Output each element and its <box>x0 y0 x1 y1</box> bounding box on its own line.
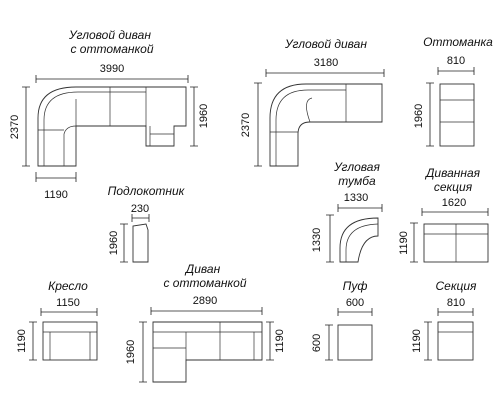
sofa-ottoman-depth: 1960 <box>125 340 137 364</box>
sofa-section-title-2: секция <box>434 180 473 194</box>
corner-unit-width: 1330 <box>344 192 368 204</box>
dimension-line <box>35 75 189 83</box>
corner-sofa-title: Угловой диван <box>284 37 367 51</box>
corner-sofa-shape <box>269 83 383 167</box>
dimension-line <box>410 222 418 263</box>
corner-unit-depth: 1330 <box>311 228 323 252</box>
sofa-ottoman-width: 2890 <box>193 295 217 307</box>
armrest-group: Подлокотник 230 1960 <box>108 184 186 263</box>
dimension-line <box>150 307 263 315</box>
sofa-ottoman-title-1: Диван <box>184 262 221 276</box>
section-group: Секция 810 1190 <box>411 279 478 361</box>
corner-sofa-ottoman-depth: 2370 <box>9 115 21 139</box>
dimension-line <box>437 67 475 75</box>
corner-unit-group: Угловая тумба 1330 1330 <box>311 160 383 263</box>
dimension-line <box>22 86 30 167</box>
sofa-section-group: Диванная секция 1620 1190 <box>398 166 489 263</box>
sofa-ottoman-side: 1190 <box>274 329 286 353</box>
armrest-shape <box>132 223 149 263</box>
dimension-line <box>325 324 333 361</box>
armchair-depth: 1190 <box>16 329 28 353</box>
armchair-group: Кресло 1150 1190 <box>16 279 98 361</box>
corner-unit-shape <box>339 217 379 263</box>
ottoman-shape <box>439 83 475 147</box>
corner-sofa-ottoman-shape <box>37 86 187 167</box>
pouf-depth: 600 <box>311 334 323 352</box>
dimension-line <box>131 214 150 222</box>
dimension-line <box>421 208 489 216</box>
corner-sofa-ottoman-side: 1960 <box>198 104 210 128</box>
dimension-line <box>337 308 373 316</box>
pouf-shape <box>337 324 373 361</box>
dimension-line <box>424 321 432 361</box>
dimension-line <box>29 321 37 361</box>
ottoman-group: Оттоманка 810 1960 <box>413 35 493 147</box>
dimension-line <box>254 82 262 167</box>
dimension-line <box>40 308 98 316</box>
section-width: 810 <box>447 297 465 309</box>
sofa-ottoman-group: Диван с оттоманкой 2890 1960 1190 <box>125 262 286 383</box>
dimension-line <box>337 204 383 212</box>
armchair-shape <box>42 321 98 361</box>
corner-sofa-group: Угловой диван 3180 2370 <box>240 37 385 167</box>
corner-sofa-ottoman-title-1: Угловой диван <box>68 28 151 42</box>
sofa-ottoman-title-2: с оттоманкой <box>163 276 246 290</box>
corner-sofa-ottoman-bottom: 1190 <box>44 189 68 201</box>
armchair-width: 1150 <box>56 297 80 309</box>
armrest-width: 230 <box>131 203 149 215</box>
section-title: Секция <box>436 279 478 293</box>
sofa-ottoman-shape <box>152 321 263 383</box>
dimension-line <box>326 214 334 263</box>
corner-sofa-ottoman-group: Угловой диван с оттоманкой 3990 2370 196… <box>9 28 210 201</box>
corner-sofa-ottoman-width: 3990 <box>100 63 124 75</box>
dimension-line <box>265 69 385 77</box>
dimension-line <box>139 321 147 383</box>
armrest-depth: 1960 <box>108 231 120 255</box>
dimension-line <box>120 223 128 263</box>
ottoman-width: 810 <box>447 55 465 67</box>
ottoman-depth: 1960 <box>413 104 425 128</box>
corner-unit-title-1: Угловая <box>333 160 380 174</box>
armchair-title: Кресло <box>48 279 88 293</box>
armrest-title: Подлокотник <box>108 184 186 198</box>
dimension-line <box>190 86 198 147</box>
sofa-section-width: 1620 <box>442 197 466 209</box>
dimension-line <box>35 172 77 182</box>
corner-sofa-depth: 2370 <box>240 113 252 137</box>
pouf-width: 600 <box>346 297 364 309</box>
sofa-section-shape <box>423 223 489 263</box>
corner-sofa-ottoman-title-2: с оттоманкой <box>70 42 153 56</box>
pouf-title: Пуф <box>343 279 368 293</box>
dimension-line <box>266 321 274 361</box>
dimension-line <box>437 308 474 316</box>
section-shape <box>437 321 474 361</box>
corner-sofa-width: 3180 <box>314 57 338 69</box>
ottoman-title: Оттоманка <box>423 35 493 49</box>
section-depth: 1190 <box>411 329 423 353</box>
dimension-line <box>426 82 434 147</box>
pouf-group: Пуф 600 600 <box>311 279 373 361</box>
sofa-section-depth: 1190 <box>398 231 410 255</box>
sofa-section-title-1: Диванная <box>424 166 481 180</box>
corner-unit-title-2: тумба <box>338 174 376 188</box>
